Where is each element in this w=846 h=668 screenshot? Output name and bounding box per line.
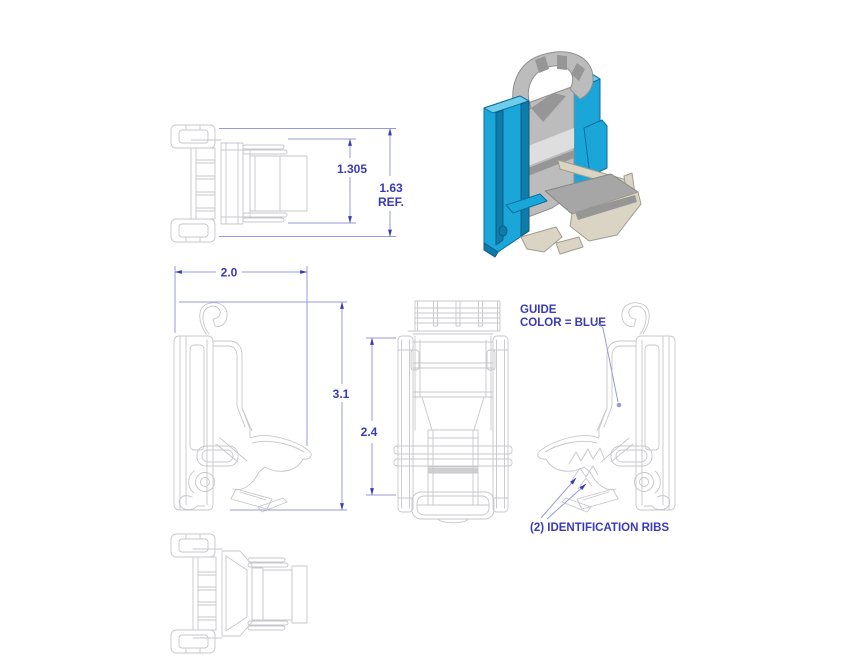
side-view-left: [173, 302, 312, 513]
side-view-right: [537, 302, 676, 513]
guide-color-note: GUIDE COLOR = BLUE: [520, 304, 622, 408]
dim-2-0-text: 2.0: [221, 266, 238, 280]
dim-3-1: 3.1: [179, 301, 350, 511]
top-view: [170, 124, 308, 243]
guide-right-wing: [583, 119, 608, 177]
ribs-note-text: (2) IDENTIFICATION RIBS: [530, 522, 669, 534]
guide-note-line2: COLOR = BLUE: [520, 317, 606, 329]
guide-note-line1: GUIDE: [520, 304, 557, 316]
dim-2-0: 2.0: [174, 266, 308, 446]
dim-2-4: 2.4: [361, 337, 396, 496]
dim-1-63-ref: 1.63 REF.: [219, 128, 404, 237]
dim-2-4-text: 2.4: [361, 425, 378, 439]
dim-1-305-text: 1.305: [337, 162, 367, 176]
guide-leader-line: [594, 320, 619, 403]
ribs-leader-arrow: [540, 477, 577, 519]
front-view: [393, 300, 513, 524]
dim-1-305: 1.305: [288, 138, 367, 224]
isometric-view: [483, 51, 642, 258]
identification-ribs-note: (2) IDENTIFICATION RIBS: [530, 477, 669, 534]
dim-3-1-text: 3.1: [333, 387, 350, 401]
bottom-view: [170, 533, 308, 654]
ribs-leader-arrow: [546, 483, 587, 520]
dim-1-63-text: 1.63: [379, 181, 403, 195]
dim-ref-text: REF.: [378, 195, 404, 209]
